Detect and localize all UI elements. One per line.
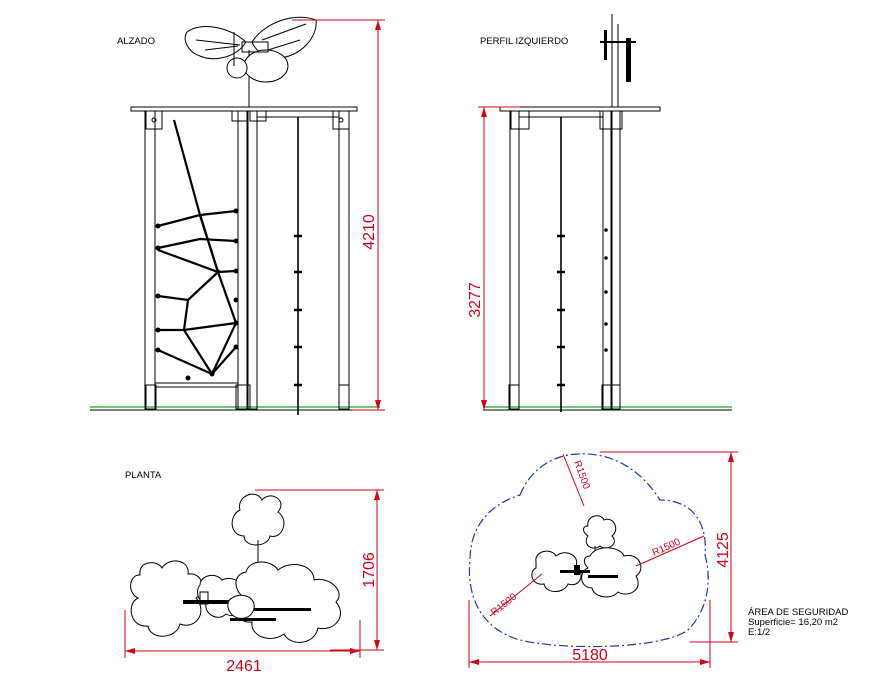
safety-area-equipment (531, 515, 642, 598)
dimension-planta-height: 1706 (255, 489, 384, 651)
planta-label: PLANTA (125, 470, 162, 481)
planta-width-value: 2461 (226, 658, 262, 675)
dimension-area-height: 4125 (600, 451, 738, 643)
dimension-planta-width: 2461 (124, 610, 361, 675)
planta-height-value: 1706 (361, 552, 378, 588)
safety-title: ÁREA DE SEGURIDAD (748, 607, 848, 618)
dimension-perfil-height: 3277 (467, 106, 520, 410)
posts-side (508, 110, 623, 410)
posts (144, 110, 350, 410)
safety-scale: E:1/2 (748, 627, 770, 638)
dimension-alzado-height: 4210 (292, 19, 385, 411)
perfil-height-value: 3277 (467, 282, 484, 318)
perfil-view: PERFIL IZQUIERDO (467, 14, 732, 412)
perfil-label: PERFIL IZQUIERDO (480, 36, 568, 47)
alzado-label: ALZADO (117, 36, 155, 47)
knotted-rope (294, 117, 302, 415)
safety-notes: ÁREA DE SEGURIDAD Superficie= 16,20 m2 E… (748, 607, 848, 638)
safety-area-outline (468, 453, 709, 648)
safety-area-view: R1500 R1500 R1500 5180 4125 ÁREA DE SEGU… (468, 451, 848, 668)
radius-label-top: R1500 (571, 459, 592, 491)
safety-surface: Superficie= 16,20 m2 (748, 617, 838, 628)
climbing-net (157, 119, 238, 376)
brackets (145, 110, 350, 410)
dimension-area-width: 5180 (468, 600, 711, 668)
area-height-value: 4125 (715, 532, 732, 568)
roof-plate-side (499, 106, 661, 112)
net-knots (155, 208, 239, 381)
alzado-view: ALZADO (90, 16, 385, 415)
butterfly-side (600, 14, 636, 107)
roof-plate (130, 106, 358, 112)
knotted-rope-side (557, 117, 565, 412)
bolts-side (604, 228, 608, 352)
alzado-height-value: 4210 (361, 214, 378, 250)
planta-view: PLANTA 2461 1706 (124, 470, 384, 675)
planta-footprint (130, 493, 341, 643)
radius-label-right: R1500 (651, 537, 683, 559)
area-width-value: 5180 (572, 647, 608, 664)
butterfly-topper (184, 16, 317, 107)
radius-label-left: R1500 (489, 591, 519, 618)
